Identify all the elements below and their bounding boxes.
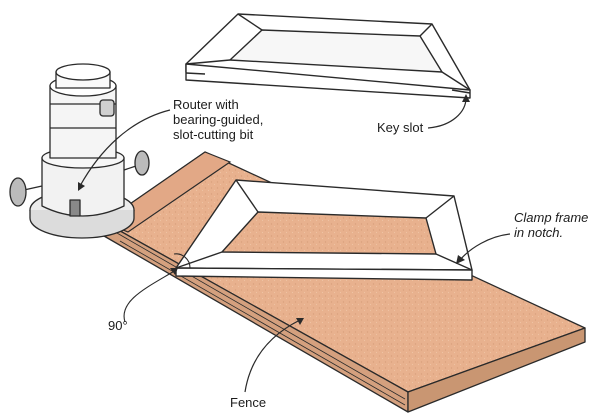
key-slot-label: Key slot — [377, 120, 424, 135]
top-picture-frame — [185, 13, 471, 99]
clamp-frame — [175, 179, 473, 281]
fence-arrowhead — [296, 318, 304, 325]
key-slot-mark-right — [451, 89, 471, 94]
clamp-label-line-1: Clamp frame — [514, 210, 589, 225]
router-motor — [49, 85, 117, 159]
clamp-leader — [459, 233, 511, 261]
clamp-arrowhead — [456, 255, 465, 264]
router-right-handle — [123, 150, 150, 176]
clamp-frame-opening — [221, 211, 437, 255]
router-arrowhead — [78, 182, 85, 191]
key-slot-arrowhead — [462, 94, 470, 102]
clamp-label-line-2: in notch. — [514, 225, 564, 240]
slot-cutting-bit — [69, 199, 81, 217]
router — [9, 63, 150, 239]
fence-label: Fence — [230, 395, 267, 410]
router-label-line-3: slot-cutting bit — [173, 127, 254, 142]
router-left-handle — [9, 177, 43, 207]
key-slot-leader — [427, 97, 467, 129]
key-slot-mark-left — [185, 72, 206, 75]
router-leader — [79, 109, 171, 187]
top-frame-front-edge — [185, 63, 471, 99]
clamp-frame-label: Clamp frame in notch. — [514, 210, 588, 240]
plywood-right-edge — [407, 327, 586, 413]
clamp-frame-front-edge — [175, 267, 473, 281]
router-label: Router with bearing-guided, slot-cutting… — [173, 97, 263, 142]
angle-leader — [123, 269, 177, 323]
fence-leader — [244, 319, 301, 393]
router-switch — [99, 99, 115, 117]
right-angle-arc — [173, 253, 191, 269]
angle-arrowhead — [170, 268, 178, 275]
router-label-line-2: bearing-guided, — [173, 112, 264, 127]
router-label-line-1: Router with — [173, 97, 239, 112]
angle-label: 90° — [108, 318, 128, 333]
